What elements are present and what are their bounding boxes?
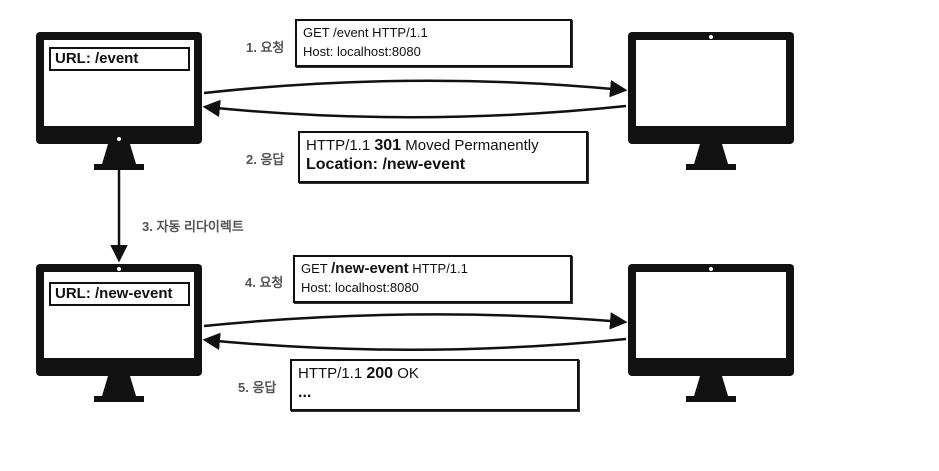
- request-protocol: HTTP/1.1: [408, 261, 468, 276]
- host-header: Host: localhost:8080: [303, 44, 421, 59]
- host-header-2: Host: localhost:8080: [301, 280, 419, 295]
- status-prefix: HTTP/1.1: [306, 137, 375, 154]
- url-bar-bottom: URL: /new-event: [49, 282, 190, 306]
- request-arrow-top: [203, 79, 628, 98]
- request-path: /new-event: [331, 260, 409, 277]
- step1-label: 1. 요청: [246, 40, 285, 55]
- status-line: HTTP/1.1 301 Moved Permanently: [306, 135, 580, 156]
- request-line: GET /event HTTP/1.1: [303, 25, 428, 40]
- step3-label: 3. 자동 리다이렉트: [142, 219, 244, 234]
- response-body: ...: [298, 384, 312, 401]
- server-monitor-top: [628, 32, 794, 170]
- request-method: GET: [301, 261, 332, 276]
- step2-label: 2. 응답: [246, 152, 285, 167]
- response-box-2: HTTP/1.1 301 Moved Permanently Location:…: [298, 131, 588, 183]
- status-prefix-2: HTTP/1.1: [298, 365, 367, 382]
- response-box-5: HTTP/1.1 200 OK ...: [290, 359, 579, 411]
- status-text: Moved Permanently: [401, 137, 539, 154]
- status-line-2: HTTP/1.1 200 OK: [298, 363, 571, 384]
- request-box-1: GET /event HTTP/1.1 Host: localhost:8080: [295, 19, 572, 67]
- url-bar-top: URL: /event: [49, 47, 190, 71]
- response-arrow-top: [202, 99, 627, 119]
- request-arrow-bottom: [203, 312, 628, 330]
- request-line-2: GET /new-event HTTP/1.1: [301, 259, 564, 278]
- request-box-4: GET /new-event HTTP/1.1 Host: localhost:…: [293, 255, 572, 303]
- response-arrow-bottom: [202, 332, 627, 352]
- status-code: 301: [374, 137, 402, 154]
- status-text-2: OK: [393, 365, 419, 382]
- status-code-2: 200: [366, 365, 394, 382]
- step4-label: 4. 요청: [245, 275, 284, 290]
- step5-label: 5. 응답: [238, 380, 277, 395]
- location-header: Location: /new-event: [306, 156, 466, 173]
- server-monitor-bottom: [628, 264, 794, 402]
